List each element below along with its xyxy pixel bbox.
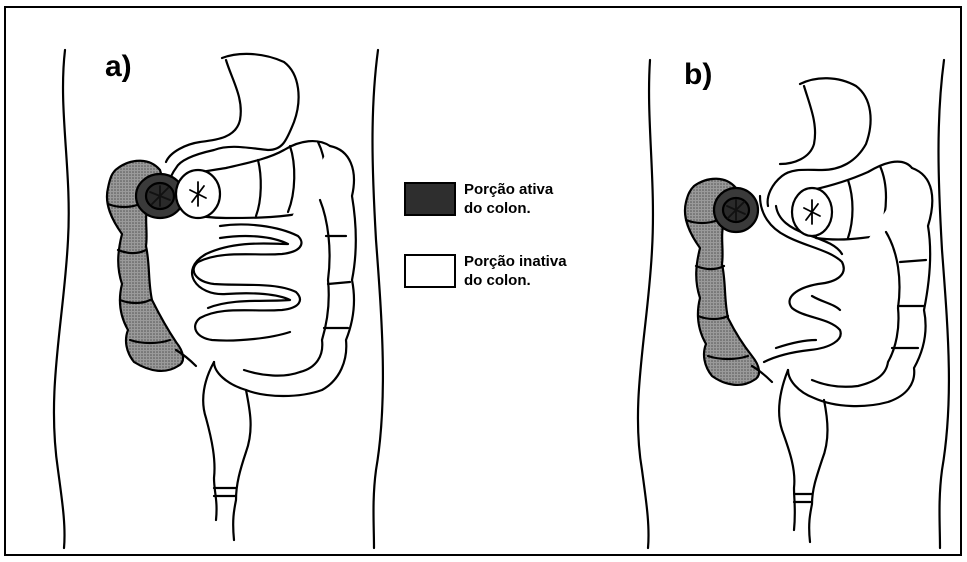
panel-b-body-left-outline bbox=[638, 60, 653, 548]
legend-item-inactive: Porção inativa do colon. bbox=[404, 252, 624, 290]
panel-b-body-right-outline bbox=[939, 60, 949, 548]
legend-text-active: Porção ativa do colon. bbox=[464, 180, 624, 218]
panel-a-body-right-outline bbox=[373, 50, 383, 548]
legend-swatch-active bbox=[404, 182, 456, 216]
panel-a-drawing bbox=[54, 50, 383, 548]
panel-b-label: b) bbox=[684, 60, 712, 90]
legend-swatch-inactive bbox=[404, 254, 456, 288]
legend-text-inactive: Porção inativa do colon. bbox=[464, 252, 624, 290]
legend-active-line2: do colon. bbox=[464, 199, 624, 218]
legend-item-active: Porção ativa do colon. bbox=[404, 180, 624, 218]
panel-a-body-left-outline bbox=[54, 50, 69, 548]
legend-active-line1: Porção ativa bbox=[464, 180, 624, 199]
panel-a-label: a) bbox=[105, 52, 132, 82]
legend-inactive-line1: Porção inativa bbox=[464, 252, 624, 271]
legend-inactive-line2: do colon. bbox=[464, 271, 624, 290]
panel-b-drawing bbox=[638, 60, 949, 548]
